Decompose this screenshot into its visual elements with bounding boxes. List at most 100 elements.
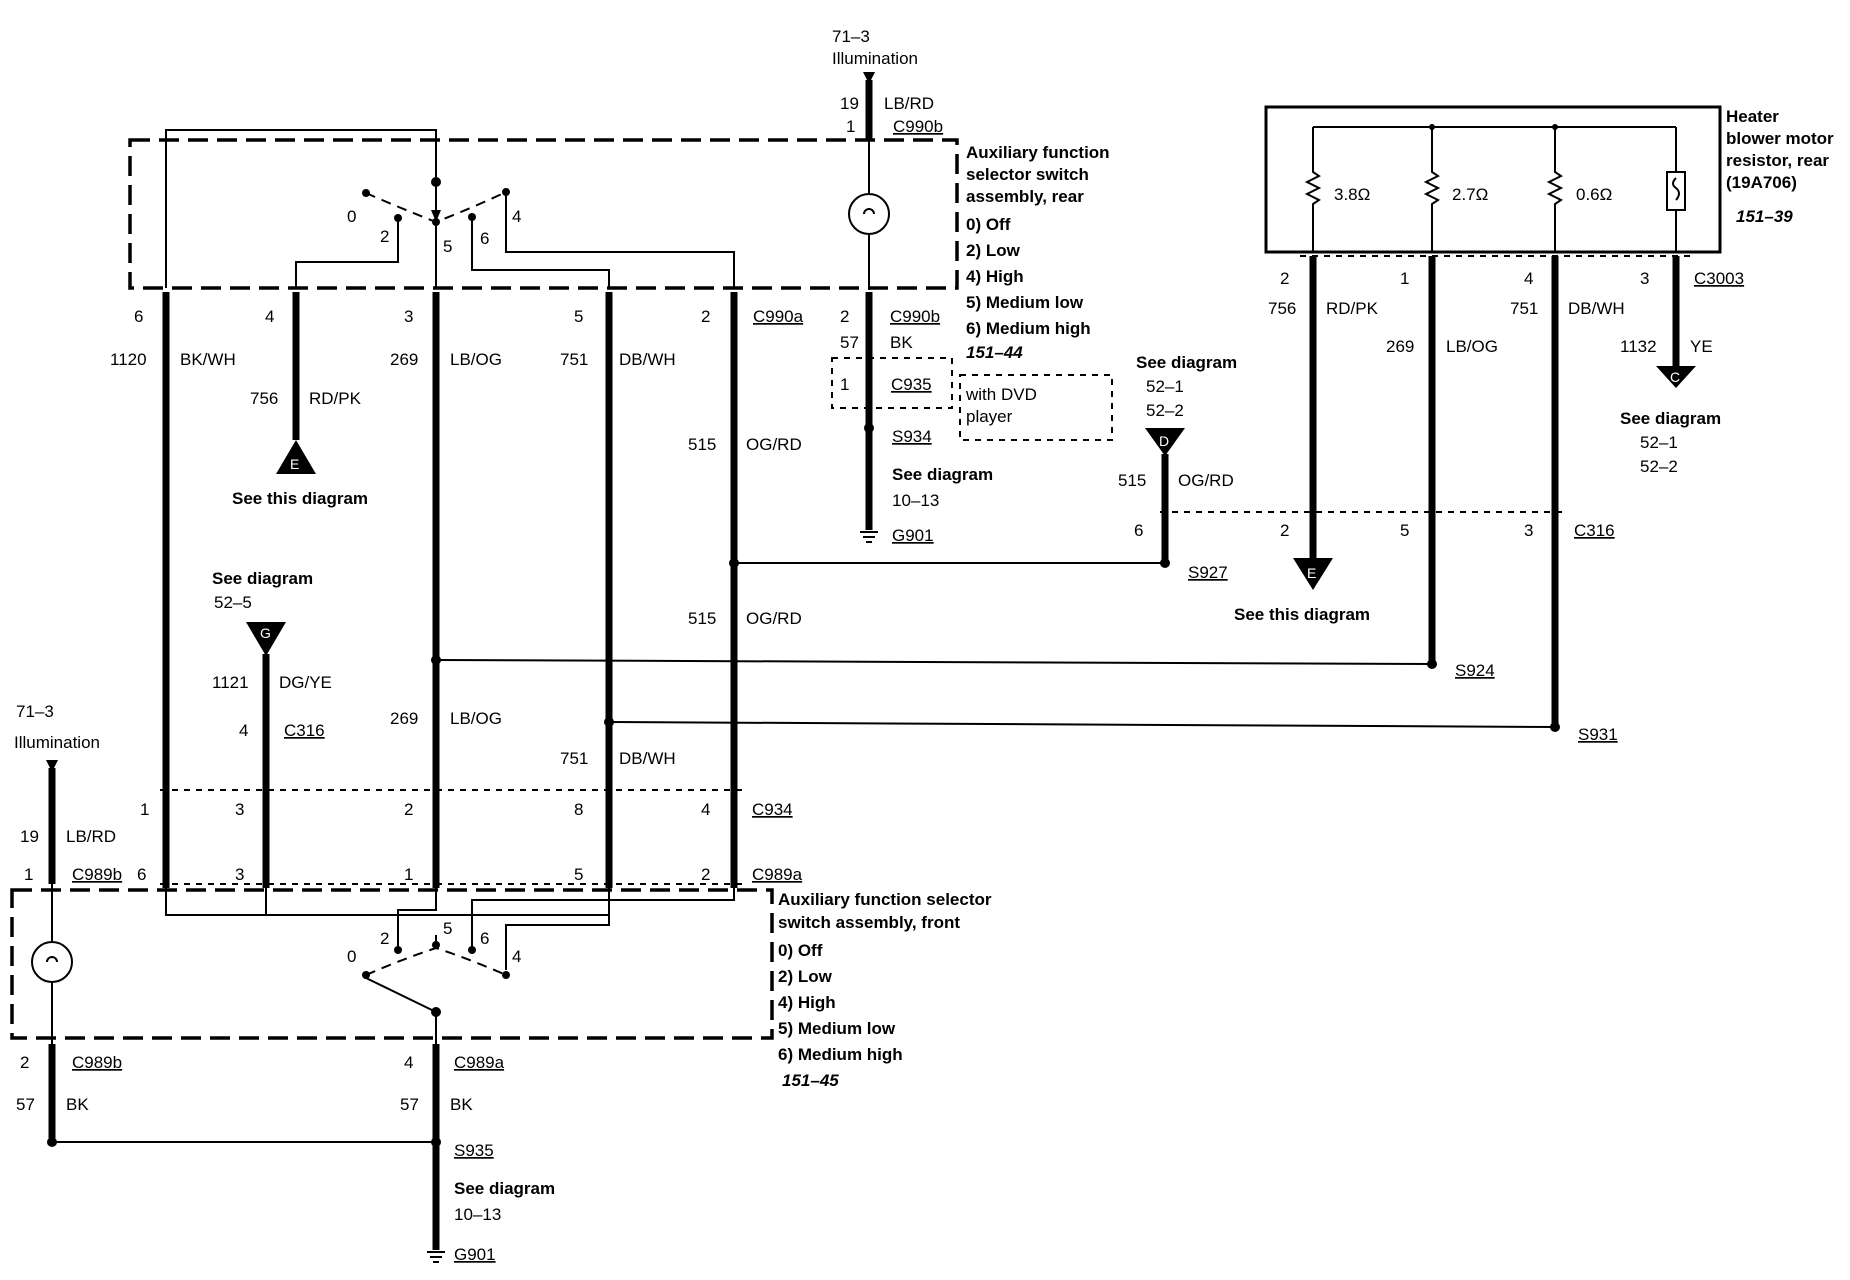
svg-text:Heater: Heater [1726, 107, 1779, 126]
arrow-icon [863, 72, 875, 84]
svg-text:See diagram: See diagram [892, 465, 993, 484]
connector-e-marker-right [1293, 558, 1333, 590]
svg-text:2: 2 [701, 307, 710, 326]
svg-text:3: 3 [1524, 521, 1533, 540]
splice-s934: S934 [892, 427, 932, 446]
svg-text:RD/PK: RD/PK [309, 389, 362, 408]
svg-text:1: 1 [24, 865, 33, 884]
resistor-icon [1423, 127, 1441, 252]
ground-g901-bottom: G901 [454, 1245, 496, 1264]
svg-text:751: 751 [560, 350, 588, 369]
svg-text:0: 0 [347, 947, 356, 966]
svg-text:751: 751 [1510, 299, 1538, 318]
svg-text:2: 2 [380, 929, 389, 948]
connector-c934-row: 1 3 2 8 4 C934 [140, 789, 793, 819]
svg-text:LB/OG: LB/OG [1446, 337, 1498, 356]
svg-text:6: 6 [480, 929, 489, 948]
svg-text:269: 269 [390, 709, 418, 728]
svg-text:OG/RD: OG/RD [746, 435, 802, 454]
svg-text:YE: YE [1690, 337, 1713, 356]
svg-text:LB/RD: LB/RD [884, 94, 934, 113]
svg-text:4) High: 4) High [778, 993, 836, 1012]
svg-text:with DVD: with DVD [965, 385, 1037, 404]
svg-text:BK: BK [66, 1095, 89, 1114]
connector-c989a-bottom: C989a [454, 1053, 505, 1072]
svg-text:515: 515 [688, 609, 716, 628]
splice-s924: S924 [1455, 661, 1495, 680]
svg-text:blower motor: blower motor [1726, 129, 1834, 148]
svg-text:515: 515 [1118, 471, 1146, 490]
resistor-icon [1304, 127, 1322, 252]
connector-c934: C934 [752, 800, 793, 819]
connector-c989a-top: C989a [752, 865, 803, 884]
svg-text:1: 1 [140, 800, 149, 819]
resistor-outline [1264, 105, 1722, 254]
svg-text:151–45: 151–45 [782, 1071, 839, 1090]
svg-text:0) Off: 0) Off [966, 215, 1011, 234]
splice-s935: S935 [454, 1141, 494, 1160]
svg-text:5: 5 [1400, 521, 1409, 540]
svg-text:756: 756 [1268, 299, 1296, 318]
svg-text:2: 2 [701, 865, 710, 884]
svg-text:BK/WH: BK/WH [180, 350, 236, 369]
svg-text:52–1: 52–1 [1146, 377, 1184, 396]
svg-text:4: 4 [404, 1053, 413, 1072]
svg-text:3: 3 [1640, 269, 1649, 288]
ground-icon [860, 531, 878, 543]
svg-text:515: 515 [688, 435, 716, 454]
svg-text:3: 3 [235, 800, 244, 819]
svg-text:10–13: 10–13 [892, 491, 939, 510]
svg-text:See this diagram: See this diagram [1234, 605, 1370, 624]
svg-text:2: 2 [20, 1053, 29, 1072]
svg-text:19: 19 [20, 827, 39, 846]
svg-text:4: 4 [701, 800, 710, 819]
svg-text:2: 2 [1280, 269, 1289, 288]
svg-text:0) Off: 0) Off [778, 941, 823, 960]
svg-text:0.6Ω: 0.6Ω [1576, 185, 1612, 204]
svg-text:C: C [1670, 369, 1680, 385]
svg-text:2: 2 [404, 800, 413, 819]
svg-text:151–44: 151–44 [966, 343, 1023, 362]
connector-e-marker [276, 440, 316, 474]
svg-text:D: D [1159, 433, 1169, 449]
svg-text:5: 5 [443, 237, 452, 256]
svg-text:10–13: 10–13 [454, 1205, 501, 1224]
connector-c989a-row: 3 1 5 2 C989a [160, 865, 803, 885]
svg-text:4) High: 4) High [966, 267, 1024, 286]
svg-text:6) Medium high: 6) Medium high [966, 319, 1091, 338]
svg-text:5: 5 [443, 919, 452, 938]
rear-switch-outline [128, 138, 959, 290]
svg-text:assembly, rear: assembly, rear [966, 187, 1084, 206]
svg-text:5: 5 [574, 865, 583, 884]
svg-text:1: 1 [840, 375, 849, 394]
main-wires: 1120 BK/WH 756 RD/PK E See this diagram … [110, 292, 802, 888]
thermal-fuse-icon [1666, 171, 1686, 211]
svg-text:OG/RD: OG/RD [1178, 471, 1234, 490]
svg-text:751: 751 [560, 749, 588, 768]
svg-text:52–5: 52–5 [214, 593, 252, 612]
svg-text:71–3: 71–3 [16, 702, 54, 721]
front-switch-outline [10, 888, 774, 1040]
svg-text:57: 57 [840, 333, 859, 352]
bulb-icon [848, 193, 890, 235]
svg-text:selector switch: selector switch [966, 165, 1089, 184]
connector-c3003: C3003 [1694, 269, 1744, 288]
rear-switch-assembly: Auxiliary function selector switch assem… [128, 129, 1110, 362]
connector-c990a-row: 6 4 3 5 2 C990a [134, 307, 804, 326]
svg-text:57: 57 [400, 1095, 419, 1114]
svg-text:See diagram: See diagram [212, 569, 313, 588]
svg-text:player: player [966, 407, 1013, 426]
svg-text:1: 1 [404, 865, 413, 884]
connector-c989b-bottom: C989b [72, 1053, 122, 1072]
svg-text:resistor, rear: resistor, rear [1726, 151, 1829, 170]
svg-text:6: 6 [480, 229, 489, 248]
arrow-icon [46, 760, 58, 772]
front-switch-assembly: Auxiliary function selector switch assem… [10, 884, 992, 1090]
blower-motor-resistor: Heater blower motor resistor, rear (19A7… [1264, 105, 1834, 254]
svg-text:57: 57 [16, 1095, 35, 1114]
svg-text:LB/OG: LB/OG [450, 709, 502, 728]
illum-label-top: Illumination [832, 49, 918, 68]
svg-text:2.7Ω: 2.7Ω [1452, 185, 1488, 204]
svg-text:3.8Ω: 3.8Ω [1334, 185, 1370, 204]
connector-c990b-top: C990b [893, 117, 943, 136]
